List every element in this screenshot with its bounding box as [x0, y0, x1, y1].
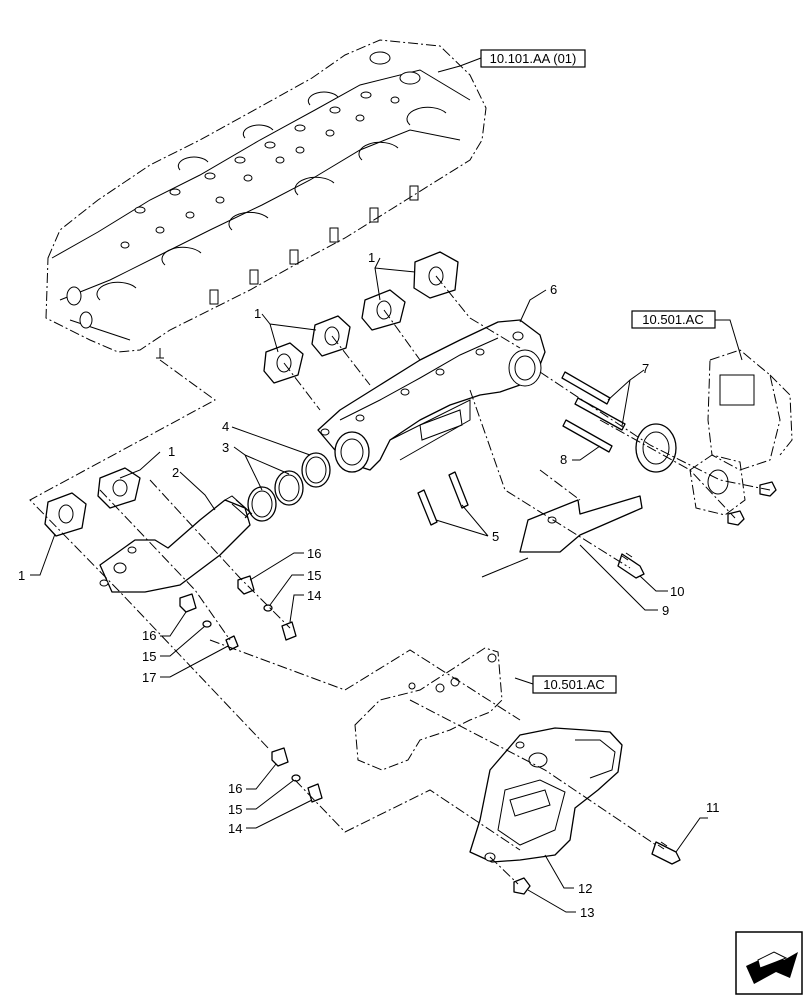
gasket-upper-1: [413, 251, 459, 299]
callout-labels: 1 1 1 1 2 3 4 5 6 7 8 9 10 11 12 13 14 1…: [18, 250, 720, 920]
heat-shield: [481, 495, 643, 578]
gasket-upper-2: [361, 289, 406, 331]
callout-9: 9: [662, 603, 669, 618]
svg-text:10.101.AA (01): 10.101.AA (01): [490, 51, 577, 66]
nut-13: [513, 877, 531, 895]
svg-text:10.501.AC: 10.501.AC: [543, 677, 604, 692]
stud-8: [562, 419, 613, 453]
callout-2: 2: [172, 465, 179, 480]
stud-7b: [574, 397, 626, 431]
callout-6: 6: [550, 282, 557, 297]
callout-16-left: 16: [142, 628, 156, 643]
nut-16-left: [179, 593, 197, 613]
bolt-11: [651, 841, 681, 865]
washer-15-mid: [263, 604, 273, 612]
callout-12: 12: [578, 881, 592, 896]
sealing-ring-3b: [247, 486, 277, 522]
reference-turbo-lower[interactable]: 10.501.AC: [532, 675, 617, 694]
stud-14-low: [307, 783, 323, 803]
next-page-arrow-icon[interactable]: [735, 931, 803, 995]
callout-10: 10: [670, 584, 684, 599]
turbo-support-bracket: [354, 647, 503, 771]
callout-17: 17: [142, 670, 156, 685]
assembly-lines: [29, 275, 771, 885]
sealing-ring-4: [301, 452, 331, 488]
nut-16-mid: [237, 575, 255, 595]
stud-5a: [448, 471, 469, 509]
gasket-upper-3: [311, 315, 351, 357]
callout-7: 7: [642, 361, 649, 376]
turbo-gasket: [635, 423, 677, 473]
callout-3: 3: [222, 440, 229, 455]
callout-16-mid: 16: [307, 546, 321, 561]
washer-15-left: [202, 620, 212, 628]
callout-15-mid: 15: [307, 568, 321, 583]
gasket-lower-1: [97, 467, 141, 509]
svg-text:10.501.AC: 10.501.AC: [642, 312, 703, 327]
exhaust-manifold: [317, 319, 546, 473]
sealing-ring-3a: [274, 470, 304, 506]
exhaust-housing: [469, 727, 623, 863]
callout-15-left: 15: [142, 649, 156, 664]
stud-5b: [417, 489, 438, 526]
gasket-upper-4: [263, 342, 304, 384]
callout-5: 5: [492, 529, 499, 544]
stud-14-mid: [281, 621, 297, 641]
exhaust-pipe: [99, 495, 253, 593]
callout-14-mid: 14: [307, 588, 321, 603]
callout-14-low: 14: [228, 821, 242, 836]
cylinder-head: [45, 39, 487, 359]
reference-cylinder-head[interactable]: 10.101.AA (01): [480, 49, 586, 68]
reference-turbo-upper[interactable]: 10.501.AC: [631, 310, 716, 329]
callout-1-left: 1: [18, 568, 25, 583]
nut-turbo-a: [759, 481, 777, 497]
callout-leaders: [30, 257, 708, 913]
callout-15-low: 15: [228, 802, 242, 817]
callout-4: 4: [222, 419, 229, 434]
stud-7a: [561, 371, 611, 405]
nut-16-low: [271, 747, 289, 767]
callout-1-top: 1: [368, 250, 375, 265]
callout-8: 8: [560, 452, 567, 467]
callout-1-mid: 1: [254, 306, 261, 321]
callout-11: 11: [706, 800, 720, 815]
bolt-10: [617, 552, 645, 579]
gasket-lower-2: [44, 492, 87, 537]
callout-16-low: 16: [228, 781, 242, 796]
callout-13: 13: [580, 905, 594, 920]
turbocharger: [689, 349, 793, 516]
callout-1-lower: 1: [168, 444, 175, 459]
